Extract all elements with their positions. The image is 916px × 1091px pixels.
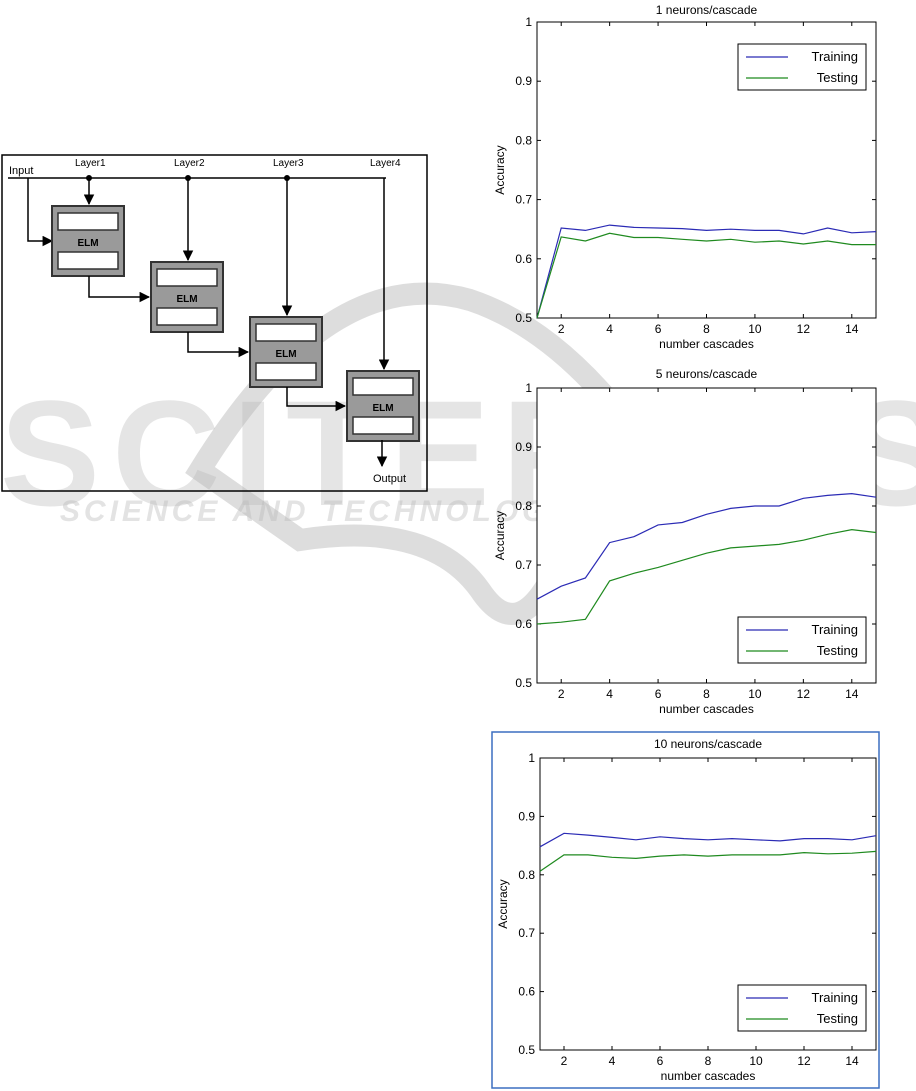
x-tick-label: 2 <box>561 1054 568 1068</box>
x-axis-label: number cascades <box>659 702 754 716</box>
series-line-testing <box>539 850 877 872</box>
x-tick-label: 6 <box>657 1054 664 1068</box>
legend-box <box>737 43 867 91</box>
legend-box <box>737 616 867 664</box>
cascade-arrow <box>88 276 151 303</box>
series-line-training <box>539 832 877 848</box>
x-tick-label: 2 <box>558 322 565 336</box>
input-arrow <box>27 178 54 247</box>
y-tick-label: 0.9 <box>515 74 532 88</box>
chart3-highlight-frame <box>491 731 880 1089</box>
elm-block-upper-slot <box>352 377 414 396</box>
x-tick-label: 12 <box>797 687 811 701</box>
x-tick-label: 14 <box>845 322 859 336</box>
y-tick-label: 1 <box>525 381 532 395</box>
layer-label-3: Layer3 <box>273 158 304 169</box>
x-tick-label: 2 <box>558 687 565 701</box>
elm-block-label: ELM <box>176 294 197 305</box>
chart-title: 1 neurons/cascade <box>656 3 758 17</box>
y-tick-label: 1 <box>528 751 535 765</box>
legend-label: Testing <box>817 1011 858 1026</box>
x-tick-label: 10 <box>749 1054 763 1068</box>
elm-block-upper-slot <box>57 212 119 231</box>
y-tick-label: 0.6 <box>515 617 532 631</box>
x-tick-label: 6 <box>655 322 662 336</box>
elm-block-label: ELM <box>275 349 296 360</box>
elm-block-lower-slot <box>352 416 414 435</box>
diagram-frame <box>1 154 428 492</box>
x-tick-label: 6 <box>655 687 662 701</box>
y-tick-label: 0.8 <box>515 133 532 147</box>
x-tick-label: 10 <box>748 687 762 701</box>
x-tick-label: 10 <box>748 322 762 336</box>
chart-2: 5 neurons/cascade 2 4 6 8 10 12 14 0.5 0.6 0.7 0.8 0… <box>493 367 877 716</box>
legend-label: Testing <box>817 70 858 85</box>
elm-block-lower-slot <box>156 307 218 326</box>
legend-box <box>737 984 867 1032</box>
y-tick-label: 0.7 <box>518 926 535 940</box>
series-line-testing <box>536 232 876 319</box>
input-label: Input <box>9 165 33 177</box>
y-axis-label: Accuracy <box>493 511 507 560</box>
elm-block-upper-slot <box>156 268 218 287</box>
legend-label: Training <box>812 49 858 64</box>
chart-title: 10 neurons/cascade <box>654 737 762 751</box>
y-tick-label: 0.5 <box>518 1043 535 1057</box>
legend-label: Testing <box>817 643 858 658</box>
x-tick-label: 8 <box>703 687 710 701</box>
y-tick-label: 0.9 <box>518 809 535 823</box>
chart-1: 1 neurons/cascade 2 4 6 8 10 12 14 0.5 0.6 0.7 0.8 0… <box>493 3 877 351</box>
legend-label: Training <box>812 990 858 1005</box>
elm-block-upper-slot <box>255 323 317 342</box>
legend-label: Training <box>812 622 858 637</box>
series-line-training <box>536 224 877 319</box>
y-tick-label: 0.8 <box>515 499 532 513</box>
x-tick-label: 4 <box>609 1054 616 1068</box>
y-tick-label: 0.8 <box>518 868 535 882</box>
cascade-arrow <box>187 332 250 358</box>
y-tick-label: 1 <box>525 15 532 29</box>
x-tick-label: 8 <box>705 1054 712 1068</box>
elm-block-label: ELM <box>77 238 98 249</box>
y-tick-label: 0.5 <box>515 676 532 690</box>
y-tick-label: 0.6 <box>515 252 532 266</box>
y-axis-label: Accuracy <box>496 879 510 928</box>
y-tick-label: 0.7 <box>515 558 532 572</box>
x-tick-label: 14 <box>845 1054 859 1068</box>
x-tick-label: 14 <box>845 687 859 701</box>
x-tick-label: 4 <box>606 687 613 701</box>
x-tick-label: 4 <box>606 322 613 336</box>
cascade-arrow <box>286 387 347 412</box>
x-tick-label: 12 <box>797 322 811 336</box>
elm-block-label: ELM <box>372 403 393 414</box>
output-label: Output <box>373 473 406 485</box>
layer-label-2: Layer2 <box>174 158 205 169</box>
chart-3: 10 neurons/cascade 2 4 6 8 10 12 14 0.5 0.6 0.7 0.8… <box>496 737 877 1083</box>
x-tick-label: 12 <box>797 1054 811 1068</box>
chart-title: 5 neurons/cascade <box>656 367 758 381</box>
layer-label-4: Layer4 <box>370 158 401 169</box>
elm-block-lower-slot <box>255 362 317 381</box>
y-tick-label: 0.5 <box>515 311 532 325</box>
layer-label-1: Layer1 <box>75 158 106 169</box>
y-tick-label: 0.6 <box>518 985 535 999</box>
elm-block-lower-slot <box>57 251 119 270</box>
y-axis-label: Accuracy <box>493 145 507 194</box>
y-tick-label: 0.9 <box>515 440 532 454</box>
x-tick-label: 8 <box>703 322 710 336</box>
x-axis-label: number cascades <box>659 337 754 351</box>
series-line-testing <box>536 528 877 625</box>
y-tick-label: 0.7 <box>515 193 532 207</box>
series-line-training <box>536 492 877 600</box>
x-axis-label: number cascades <box>661 1069 756 1083</box>
